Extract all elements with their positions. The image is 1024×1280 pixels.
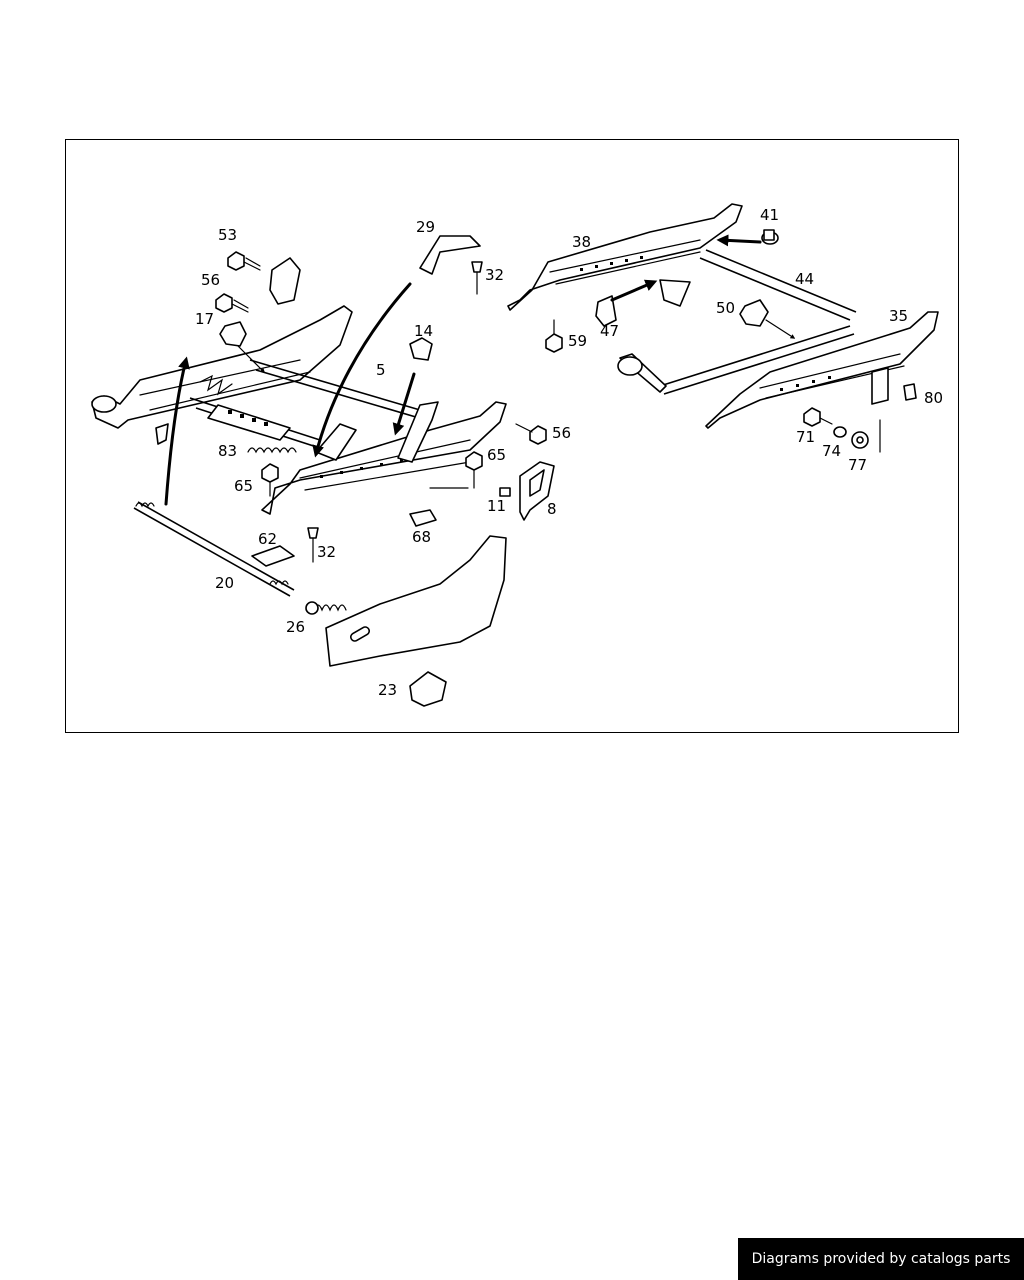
callout-77: 77 (848, 456, 867, 474)
rivet-32-bottom (307, 527, 319, 563)
bolt-65-right (465, 451, 483, 489)
adjuster-knob (739, 299, 769, 327)
callout-41: 41 (760, 206, 779, 224)
bushing-41 (761, 229, 779, 245)
callout-71: 71 (796, 428, 815, 446)
callout-8: 8 (547, 500, 557, 518)
callout-14: 14 (414, 322, 433, 340)
pin-11 (499, 487, 511, 497)
plate-62 (251, 545, 295, 567)
washer-74 (833, 426, 847, 438)
bolt-53 (227, 251, 261, 271)
left-seat-right-rail (261, 401, 507, 515)
fastener-clip (595, 295, 617, 327)
handle-8 (519, 461, 555, 521)
right-seat-rail-frame (507, 203, 939, 429)
callout-20: 20 (215, 574, 234, 592)
callout-44: 44 (795, 270, 814, 288)
callout-56-right: 56 (552, 424, 571, 442)
diagram-frame (65, 139, 959, 733)
rod-20 (133, 501, 295, 597)
clip-68 (409, 509, 437, 527)
callout-5: 5 (376, 361, 386, 379)
side-trim-cover (325, 535, 507, 667)
callout-26: 26 (286, 618, 305, 636)
adjuster-knob-left (219, 321, 247, 347)
callout-29: 29 (416, 218, 435, 236)
callout-35: 35 (889, 307, 908, 325)
arrow-17 (164, 356, 190, 506)
callout-74: 74 (822, 442, 841, 460)
spring-26 (305, 601, 347, 615)
arrow-50 (765, 319, 796, 339)
callout-83: 83 (218, 442, 237, 460)
callout-56-left: 56 (201, 271, 220, 289)
callout-53: 53 (218, 226, 237, 244)
callout-38: 38 (572, 233, 591, 251)
callout-17: 17 (195, 310, 214, 328)
credit-badge: Diagrams provided by catalogs parts (738, 1238, 1024, 1280)
callout-32-bottom: 32 (317, 543, 336, 561)
rivet-32-top (471, 261, 483, 295)
arrow-47 (610, 279, 658, 302)
callout-59: 59 (568, 332, 587, 350)
cover-plate (419, 235, 481, 275)
callout-65-right: 65 (487, 446, 506, 464)
bolt-71 (803, 407, 833, 427)
knob-23 (409, 671, 447, 707)
bracket-plate (269, 257, 301, 305)
arrow-29 (312, 282, 412, 458)
bolt-56-right (515, 423, 547, 445)
callout-11: 11 (487, 497, 506, 515)
seat-frame-exploded-diagram: 53 29 32 41 38 56 17 14 44 47 59 50 35 5… (91, 203, 943, 707)
bolt-56-left (215, 293, 249, 313)
callout-23: 23 (378, 681, 397, 699)
callout-32-top: 32 (485, 266, 504, 284)
arrow-14 (392, 372, 416, 436)
arrow-41 (716, 234, 762, 247)
callout-68: 68 (412, 528, 431, 546)
left-seat-rail-frame (91, 305, 427, 451)
clip (409, 337, 433, 361)
callout-47: 47 (600, 322, 619, 340)
arrow-17b (237, 345, 266, 374)
clip-80 (903, 383, 917, 401)
bolt-65-left (261, 463, 279, 497)
callout-65-left: 65 (234, 477, 253, 495)
callout-50: 50 (716, 299, 735, 317)
callout-62: 62 (258, 530, 277, 548)
nut-77 (851, 431, 869, 449)
bolt-59 (545, 319, 563, 353)
callout-80: 80 (924, 389, 943, 407)
spring-83 (247, 447, 297, 454)
